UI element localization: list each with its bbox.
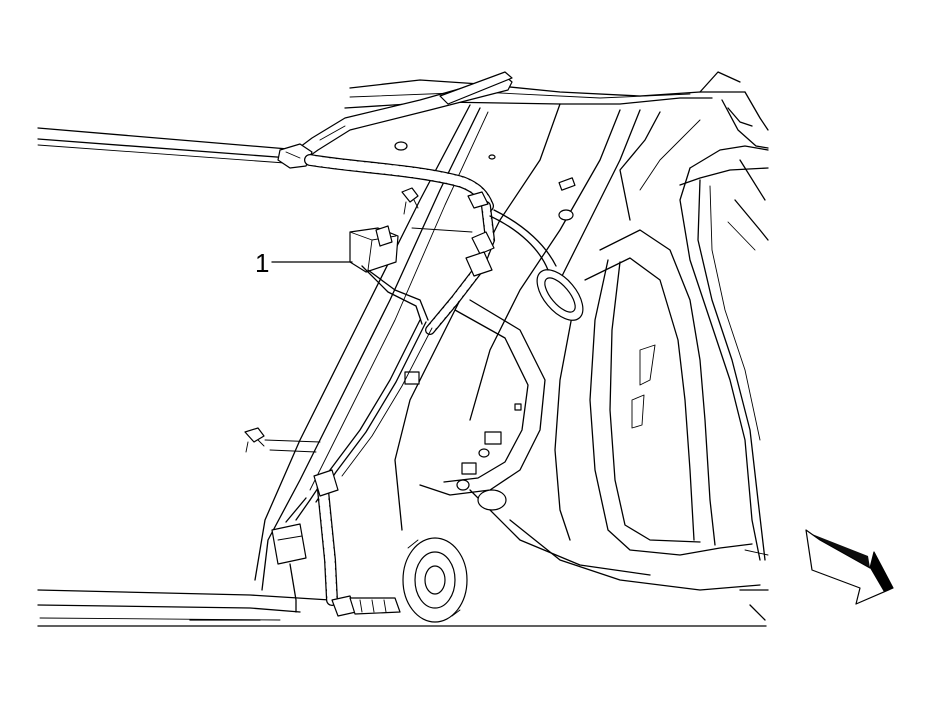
module-lower bbox=[271, 497, 311, 613]
wiring-harness bbox=[304, 154, 557, 617]
quarter-panel bbox=[469, 229, 761, 591]
inner-trim-panel bbox=[394, 141, 576, 511]
lower-sill bbox=[37, 549, 769, 627]
front-of-vehicle-arrow-icon bbox=[805, 529, 894, 605]
callout-label-1: 1 bbox=[255, 248, 269, 278]
roof-clip bbox=[277, 143, 313, 169]
roof-tube bbox=[295, 71, 513, 161]
panel-clips bbox=[244, 187, 419, 453]
callout-1: 1 bbox=[255, 248, 353, 278]
panel-oval-opening bbox=[536, 269, 584, 321]
rear-window-frame bbox=[679, 145, 769, 561]
speaker bbox=[402, 537, 468, 623]
